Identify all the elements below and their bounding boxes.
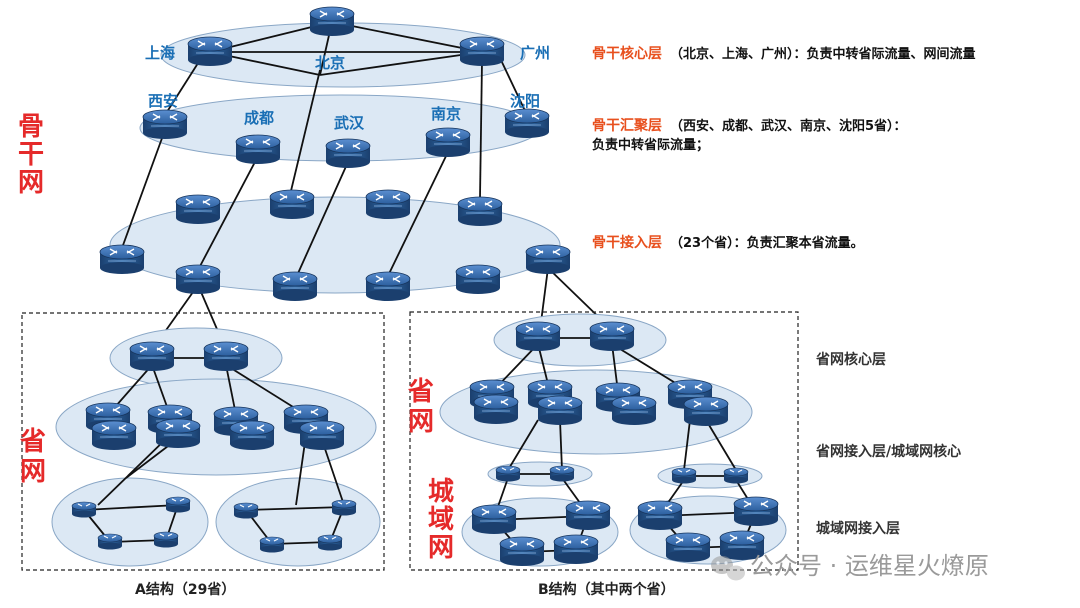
svg-text:省: 省 bbox=[407, 377, 434, 407]
a-metro-ellipse-1 bbox=[51, 477, 209, 567]
caption-structure-a: A结构（29省） bbox=[135, 581, 235, 598]
legend-core-text: （北京、上海、广州）：负责中转省际流量、网间流量 bbox=[670, 46, 976, 62]
structure-a-box bbox=[21, 312, 385, 571]
note-metro-access: 城域网接入层 bbox=[816, 520, 900, 537]
legend-agg-title: 骨干汇聚层 bbox=[592, 117, 662, 134]
legend-agg-text: （西安、成都、武汉、南京、沈阳5省）： bbox=[670, 118, 907, 134]
legend-access-title: 骨干接入层 bbox=[592, 234, 662, 251]
svg-text:骨: 骨 bbox=[18, 112, 44, 142]
city-label-chengdu: 成都 bbox=[244, 109, 274, 127]
svg-text:域: 域 bbox=[428, 505, 454, 535]
caption-structure-b: B结构（其中两个省） bbox=[538, 581, 675, 598]
city-label-wuhan: 武汉 bbox=[334, 114, 365, 132]
city-label-shanghai: 上海 bbox=[145, 44, 175, 62]
city-label-xian: 西安 bbox=[148, 92, 178, 110]
note-province-access: 省网接入层/城域网核心 bbox=[815, 443, 961, 460]
metro-side-label: 城 域 网 bbox=[428, 477, 454, 563]
svg-text:省: 省 bbox=[19, 427, 46, 457]
backbone-side-label: 骨 干 网 bbox=[18, 112, 44, 198]
svg-text:网: 网 bbox=[20, 457, 46, 487]
city-label-shenyang: 沈阳 bbox=[510, 92, 540, 110]
svg-text:网: 网 bbox=[408, 407, 434, 437]
city-label-beijing: 北京 bbox=[315, 54, 345, 72]
note-province-core: 省网核心层 bbox=[815, 351, 886, 368]
svg-text:城: 城 bbox=[428, 477, 454, 507]
province-side-label-right: 省 网 bbox=[407, 377, 434, 437]
city-label-guangzhou: 广州 bbox=[520, 44, 550, 62]
legend-core-title: 骨干核心层 bbox=[592, 45, 662, 62]
wechat-icon bbox=[711, 556, 745, 581]
access-layer-ellipse bbox=[109, 196, 561, 294]
svg-text:网: 网 bbox=[18, 168, 44, 198]
svg-text:网: 网 bbox=[428, 533, 454, 563]
watermark: 公众号 · 运维星火燎原 bbox=[711, 552, 989, 581]
watermark-text: 公众号 · 运维星火燎原 bbox=[750, 552, 989, 580]
legend-access-text: （23个省）：负责汇聚本省流量。 bbox=[670, 235, 864, 251]
structure-b-box bbox=[409, 311, 799, 571]
legend-agg-text2: 负责中转省际流量； bbox=[592, 137, 709, 153]
svg-text:干: 干 bbox=[18, 140, 44, 170]
city-label-nanjing: 南京 bbox=[431, 105, 461, 123]
province-side-label-left: 省 网 bbox=[19, 427, 46, 487]
legend: 骨干核心层 （北京、上海、广州）：负责中转省际流量、网间流量 骨干汇聚层 （西安… bbox=[592, 45, 976, 251]
